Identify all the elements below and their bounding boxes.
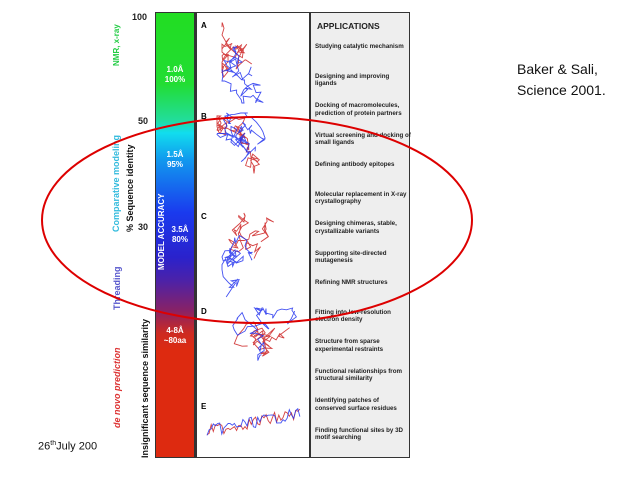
level-value: 95% [166, 160, 183, 169]
axis-title: % Sequence identity [125, 144, 135, 232]
level-value: ~80aa [163, 336, 187, 345]
level-value: 100% [164, 75, 186, 84]
citation-journal: Science 2001. [517, 82, 606, 98]
backbone-trace [206, 408, 301, 435]
tick-30: 30 [138, 222, 149, 232]
application-item: Finding functional sites by 3D motif sea… [315, 426, 404, 442]
structure-panels: A B C D E [195, 12, 310, 458]
application-item: Designing and improving ligands [315, 72, 390, 88]
applications-title: APPLICATIONS [317, 21, 380, 31]
level-rmsd: 4-8Å [166, 326, 184, 335]
level-rmsd: 1.0Å [166, 65, 184, 74]
applications-panel: APPLICATIONS Studying catalytic mechanis… [310, 12, 411, 458]
backbone-trace [221, 234, 253, 298]
tick-50: 50 [138, 116, 149, 126]
backbone-trace [221, 46, 264, 104]
method-nmr-xray: NMR, x-ray [112, 24, 121, 66]
panel-label-a: A [201, 21, 207, 30]
citation-authors: Baker & Sali, [517, 61, 598, 77]
method-comparative-modeling: Comparative modeling [111, 134, 121, 232]
backbone-trace [206, 407, 301, 436]
level-rmsd: 1.5Å [166, 150, 184, 159]
application-item: Structure from sparse experimental restr… [315, 338, 384, 353]
application-item: Virtual screening and docking of small l… [315, 131, 411, 147]
date-day: 26 [38, 440, 51, 453]
application-item: Molecular replacement in X-ray crystallo… [315, 190, 407, 206]
backbone-trace [232, 306, 298, 361]
insignificant-similarity-label: Insignificant sequence similarity [140, 318, 150, 458]
date-rest: July 200 [56, 440, 98, 453]
application-item: Supporting site-directed mutagenesis [315, 249, 387, 265]
application-item: Functional relationships from structural… [315, 367, 402, 383]
level-value: 80% [171, 235, 188, 244]
application-item: Fitting into low-resolution electron den… [315, 308, 391, 324]
protein-structures [206, 22, 301, 436]
citation: Baker & Sali, Science 2001. [517, 59, 606, 101]
level-rmsd: 3.5Å [171, 225, 189, 234]
application-item: Docking of macromolecules, prediction of… [315, 102, 402, 117]
method-threading: Threading [112, 266, 122, 310]
backbone-trace [221, 22, 253, 79]
backbone-trace [216, 112, 266, 162]
tick-100: 100 [132, 12, 148, 22]
application-item: Studying catalytic mechanism [315, 43, 404, 50]
backbone-trace [233, 321, 290, 357]
application-item: Designing chimeras, stable, crystallizab… [315, 220, 397, 235]
application-item: Refining NMR structures [315, 279, 388, 286]
application-item: Identifying patches of conserved surface… [315, 397, 397, 412]
application-item: Defining antibody epitopes [315, 161, 395, 168]
method-de-novo: de novo prediction [112, 347, 122, 428]
date-footer: 26thJuly 200 [38, 440, 112, 453]
backbone-trace [216, 115, 261, 174]
panel-label-e: E [201, 402, 207, 411]
date-suffix: th [50, 440, 57, 447]
level-4: 4-8Å~80aa [155, 326, 195, 346]
